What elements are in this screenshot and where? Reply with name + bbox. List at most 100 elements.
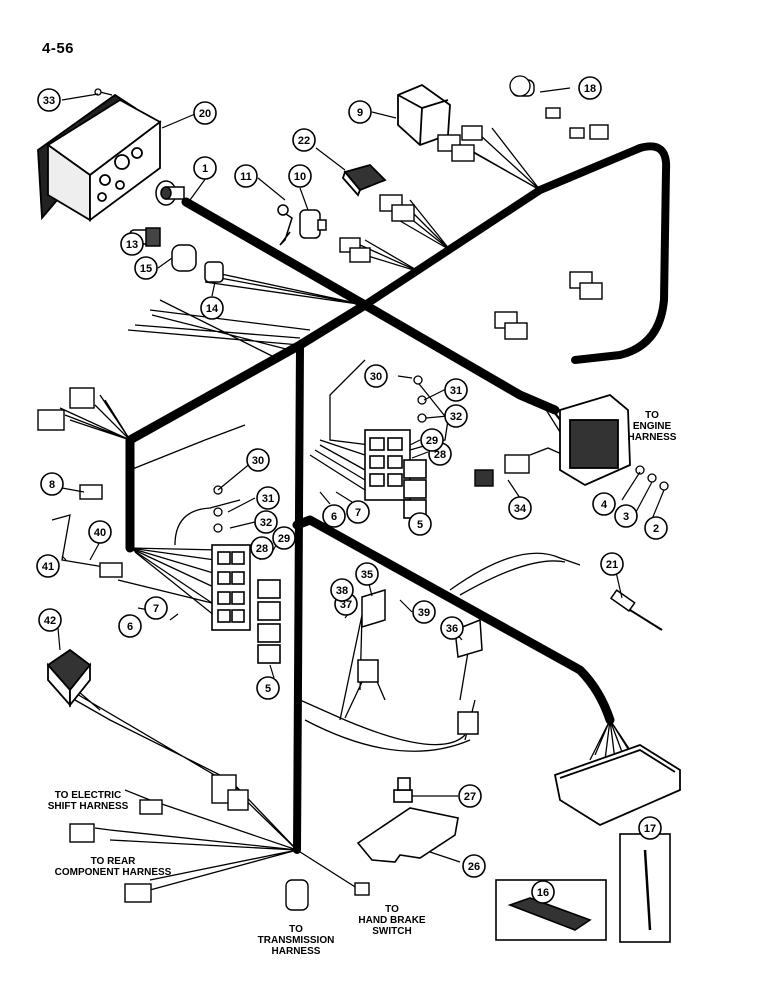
callout-number: 1 [202,163,208,175]
callout-circle [193,156,217,180]
callout-circle [246,448,270,472]
callout-7: 7 [144,596,168,620]
callout-number: 6 [127,621,133,633]
callout-5: 5 [256,676,280,700]
callout-14: 14 [200,296,224,320]
callout-7: 7 [346,500,370,524]
callout-30: 30 [364,364,388,388]
callout-circle [37,88,61,112]
callout-39: 39 [412,600,436,624]
callout-number: 9 [357,107,363,119]
label-line: TRANSMISSION [257,935,335,946]
ignition-switch [277,204,327,246]
callout-number: 3 [623,511,629,523]
callout-32: 32 [254,510,278,534]
label-line: TO ELECTRIC [54,790,122,801]
callout-number: 37 [340,599,352,611]
callout-circle [254,510,278,534]
boxed-parts [495,833,671,943]
callout-number: 5 [417,519,423,531]
hardware [94,75,669,533]
callout-circle [592,492,616,516]
callout-number: 33 [43,95,55,107]
callout-circle [458,784,482,808]
callout-number: 15 [140,263,152,275]
callout-21: 21 [600,552,624,576]
callout-13: 13 [120,232,144,256]
rocker-switch-22 [341,163,387,197]
callout-circle [578,76,602,100]
callout-number: 20 [199,108,211,120]
callout-circle [408,512,432,536]
callout-number: 30 [370,371,382,383]
callout-number: 5 [265,683,271,695]
callout-circle [412,600,436,624]
callout-number: 18 [584,83,596,95]
callout-38: 38 [330,578,354,602]
callout-circle [288,164,312,188]
callout-number: 8 [49,479,55,491]
flasher-relay [397,83,451,147]
callout-number: 36 [446,623,458,635]
callout-circle [508,496,532,520]
instrument-cluster [37,93,162,222]
callout-40: 40 [88,520,112,544]
fuse-block-upper [364,429,427,519]
callout-number: 42 [44,615,56,627]
callout-26: 26 [462,854,486,878]
callouts: 1234556677891011131415161718202122262728… [36,76,668,904]
callout-circle [36,554,60,578]
callout-circle [355,562,379,586]
callout-30: 30 [246,448,270,472]
label-line: HARNESS [627,432,677,443]
callout-41: 41 [36,554,60,578]
callout-number: 32 [450,411,462,423]
callout-number: 7 [355,507,361,519]
callout-circle [234,164,258,188]
callout-number: 32 [260,517,272,529]
callout-circle [644,516,668,540]
callout-circle [118,614,142,638]
callout-15: 15 [134,256,158,280]
callout-27: 27 [458,784,482,808]
callout-number: 16 [537,887,549,899]
callout-number: 27 [464,791,476,803]
switch-42 [46,648,92,708]
callout-circle [120,232,144,256]
callout-number: 7 [153,603,159,615]
leader-lines [57,87,665,903]
callout-31: 31 [444,378,468,402]
fuse-block-lower [211,544,281,664]
label-line: HARNESS [271,946,321,957]
label-to-transmission: TO TRANSMISSION HARNESS [250,924,342,957]
callout-circle [40,472,64,496]
label-to-hand-brake: TO HAND BRAKE SWITCH [352,904,432,937]
callout-circle [144,596,168,620]
engine-connector [559,393,631,487]
callout-number: 35 [361,569,373,581]
label-line: HAND BRAKE [358,915,426,926]
callout-circle [256,676,280,700]
callout-17: 17 [638,816,662,840]
callout-11: 11 [234,164,258,188]
label-line: COMPONENT HARNESS [54,867,172,878]
callout-number: 6 [331,511,337,523]
callout-20: 20 [193,101,217,125]
callout-number: 31 [262,493,274,505]
callout-circle [346,500,370,524]
callout-number: 22 [298,135,310,147]
callout-29: 29 [420,428,444,452]
callout-29: 29 [272,526,296,550]
callout-36: 36 [440,616,464,640]
callout-circle [88,520,112,544]
callout-circle [531,880,555,904]
terminal-block [553,744,681,827]
callout-18: 18 [578,76,602,100]
callout-circle [292,128,316,152]
callout-circle [348,100,372,124]
callout-6: 6 [322,504,346,528]
callout-number: 13 [126,239,138,251]
label-to-rear-component: TO REAR COMPONENT HARNESS [48,856,178,878]
